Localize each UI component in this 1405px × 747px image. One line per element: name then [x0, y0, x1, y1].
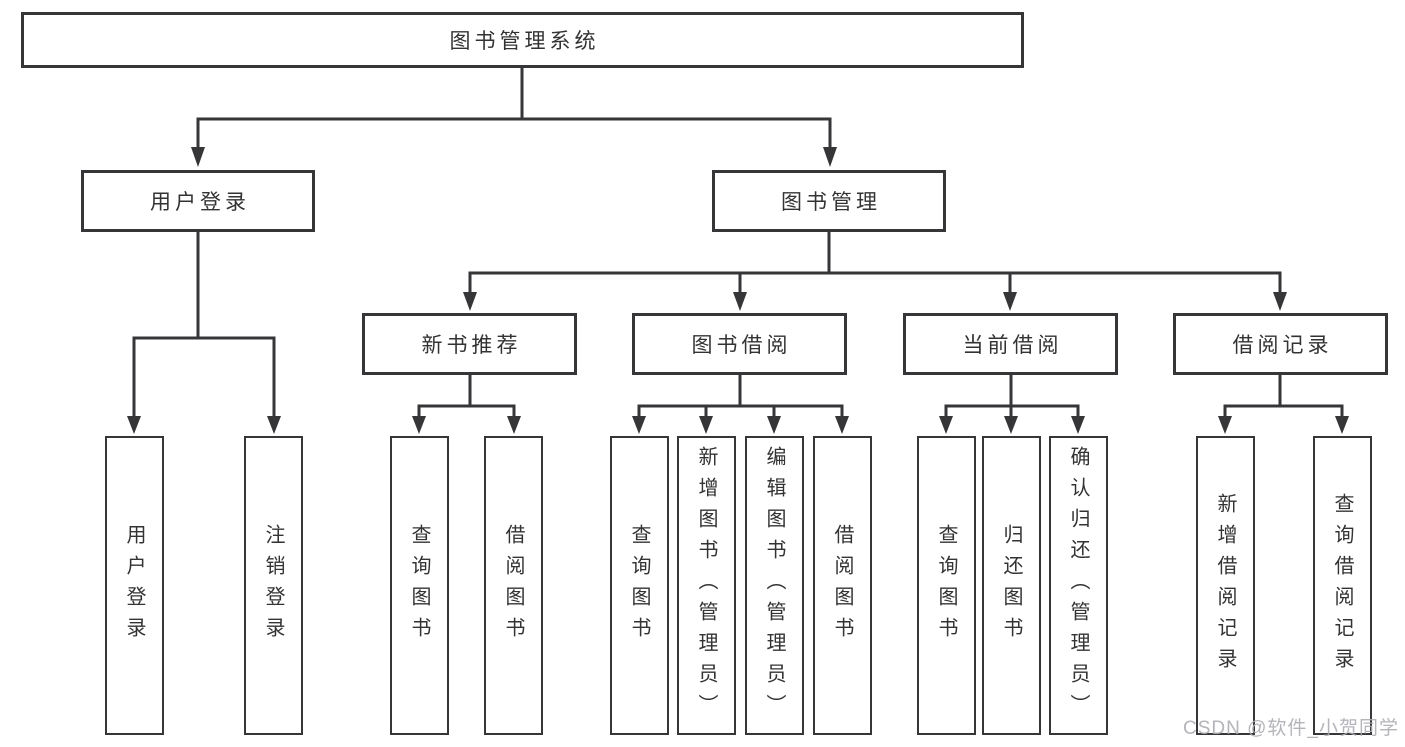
node-current-borrow: 当前借阅 — [903, 313, 1118, 375]
node-label: 新增图书（管理员） — [695, 446, 717, 725]
node-label: 查询借阅记录 — [1331, 492, 1353, 679]
leaf-borrow-book-recommend: 借阅图书 — [484, 436, 543, 735]
leaf-borrow-book: 借阅图书 — [813, 436, 872, 735]
node-label: 借阅图书 — [831, 523, 853, 648]
leaf-user-login: 用户登录 — [105, 436, 164, 735]
leaf-query-borrow-record: 查询借阅记录 — [1313, 436, 1372, 735]
leaf-logout: 注销登录 — [244, 436, 303, 735]
leaf-return-book: 归还图书 — [982, 436, 1041, 735]
leaf-query-book-borrow: 查询图书 — [610, 436, 669, 735]
leaf-edit-book-admin: 编辑图书（管理员） — [745, 436, 804, 735]
node-label: 当前借阅 — [962, 334, 1063, 357]
node-label: 注销登录 — [262, 523, 284, 648]
node-label: 查询图书 — [628, 523, 650, 648]
node-label: 图书管理 — [781, 191, 881, 214]
leaf-confirm-return-admin: 确认归还（管理员） — [1049, 436, 1108, 735]
node-label: 编辑图书（管理员） — [763, 446, 785, 725]
node-label: 用户登录 — [150, 191, 250, 214]
node-label: 图书管理系统 — [449, 30, 600, 53]
node-label: 新书推荐 — [421, 334, 522, 357]
node-label: 新增借阅记录 — [1214, 492, 1236, 679]
leaf-query-book-current: 查询图书 — [917, 436, 976, 735]
node-new-book-recommend: 新书推荐 — [362, 313, 577, 375]
csdn-watermark: CSDN @软件_小贺同学 — [1183, 718, 1399, 739]
leaf-query-book-recommend: 查询图书 — [390, 436, 449, 735]
node-label: 图书借阅 — [691, 334, 792, 357]
node-label: 查询图书 — [408, 523, 430, 648]
node-borrow-record: 借阅记录 — [1173, 313, 1388, 375]
node-book-manage: 图书管理 — [712, 170, 946, 232]
node-label: 查询图书 — [935, 523, 957, 648]
node-label: 借阅图书 — [502, 523, 524, 648]
node-label: 借阅记录 — [1232, 334, 1333, 357]
node-book-borrow: 图书借阅 — [632, 313, 847, 375]
node-system-root: 图书管理系统 — [21, 12, 1024, 68]
leaf-add-borrow-record: 新增借阅记录 — [1196, 436, 1255, 735]
node-label: 确认归还（管理员） — [1067, 446, 1089, 725]
node-label: 归还图书 — [1000, 523, 1022, 648]
node-user-login: 用户登录 — [81, 170, 315, 232]
node-label: 用户登录 — [123, 523, 145, 648]
leaf-add-book-admin: 新增图书（管理员） — [677, 436, 736, 735]
